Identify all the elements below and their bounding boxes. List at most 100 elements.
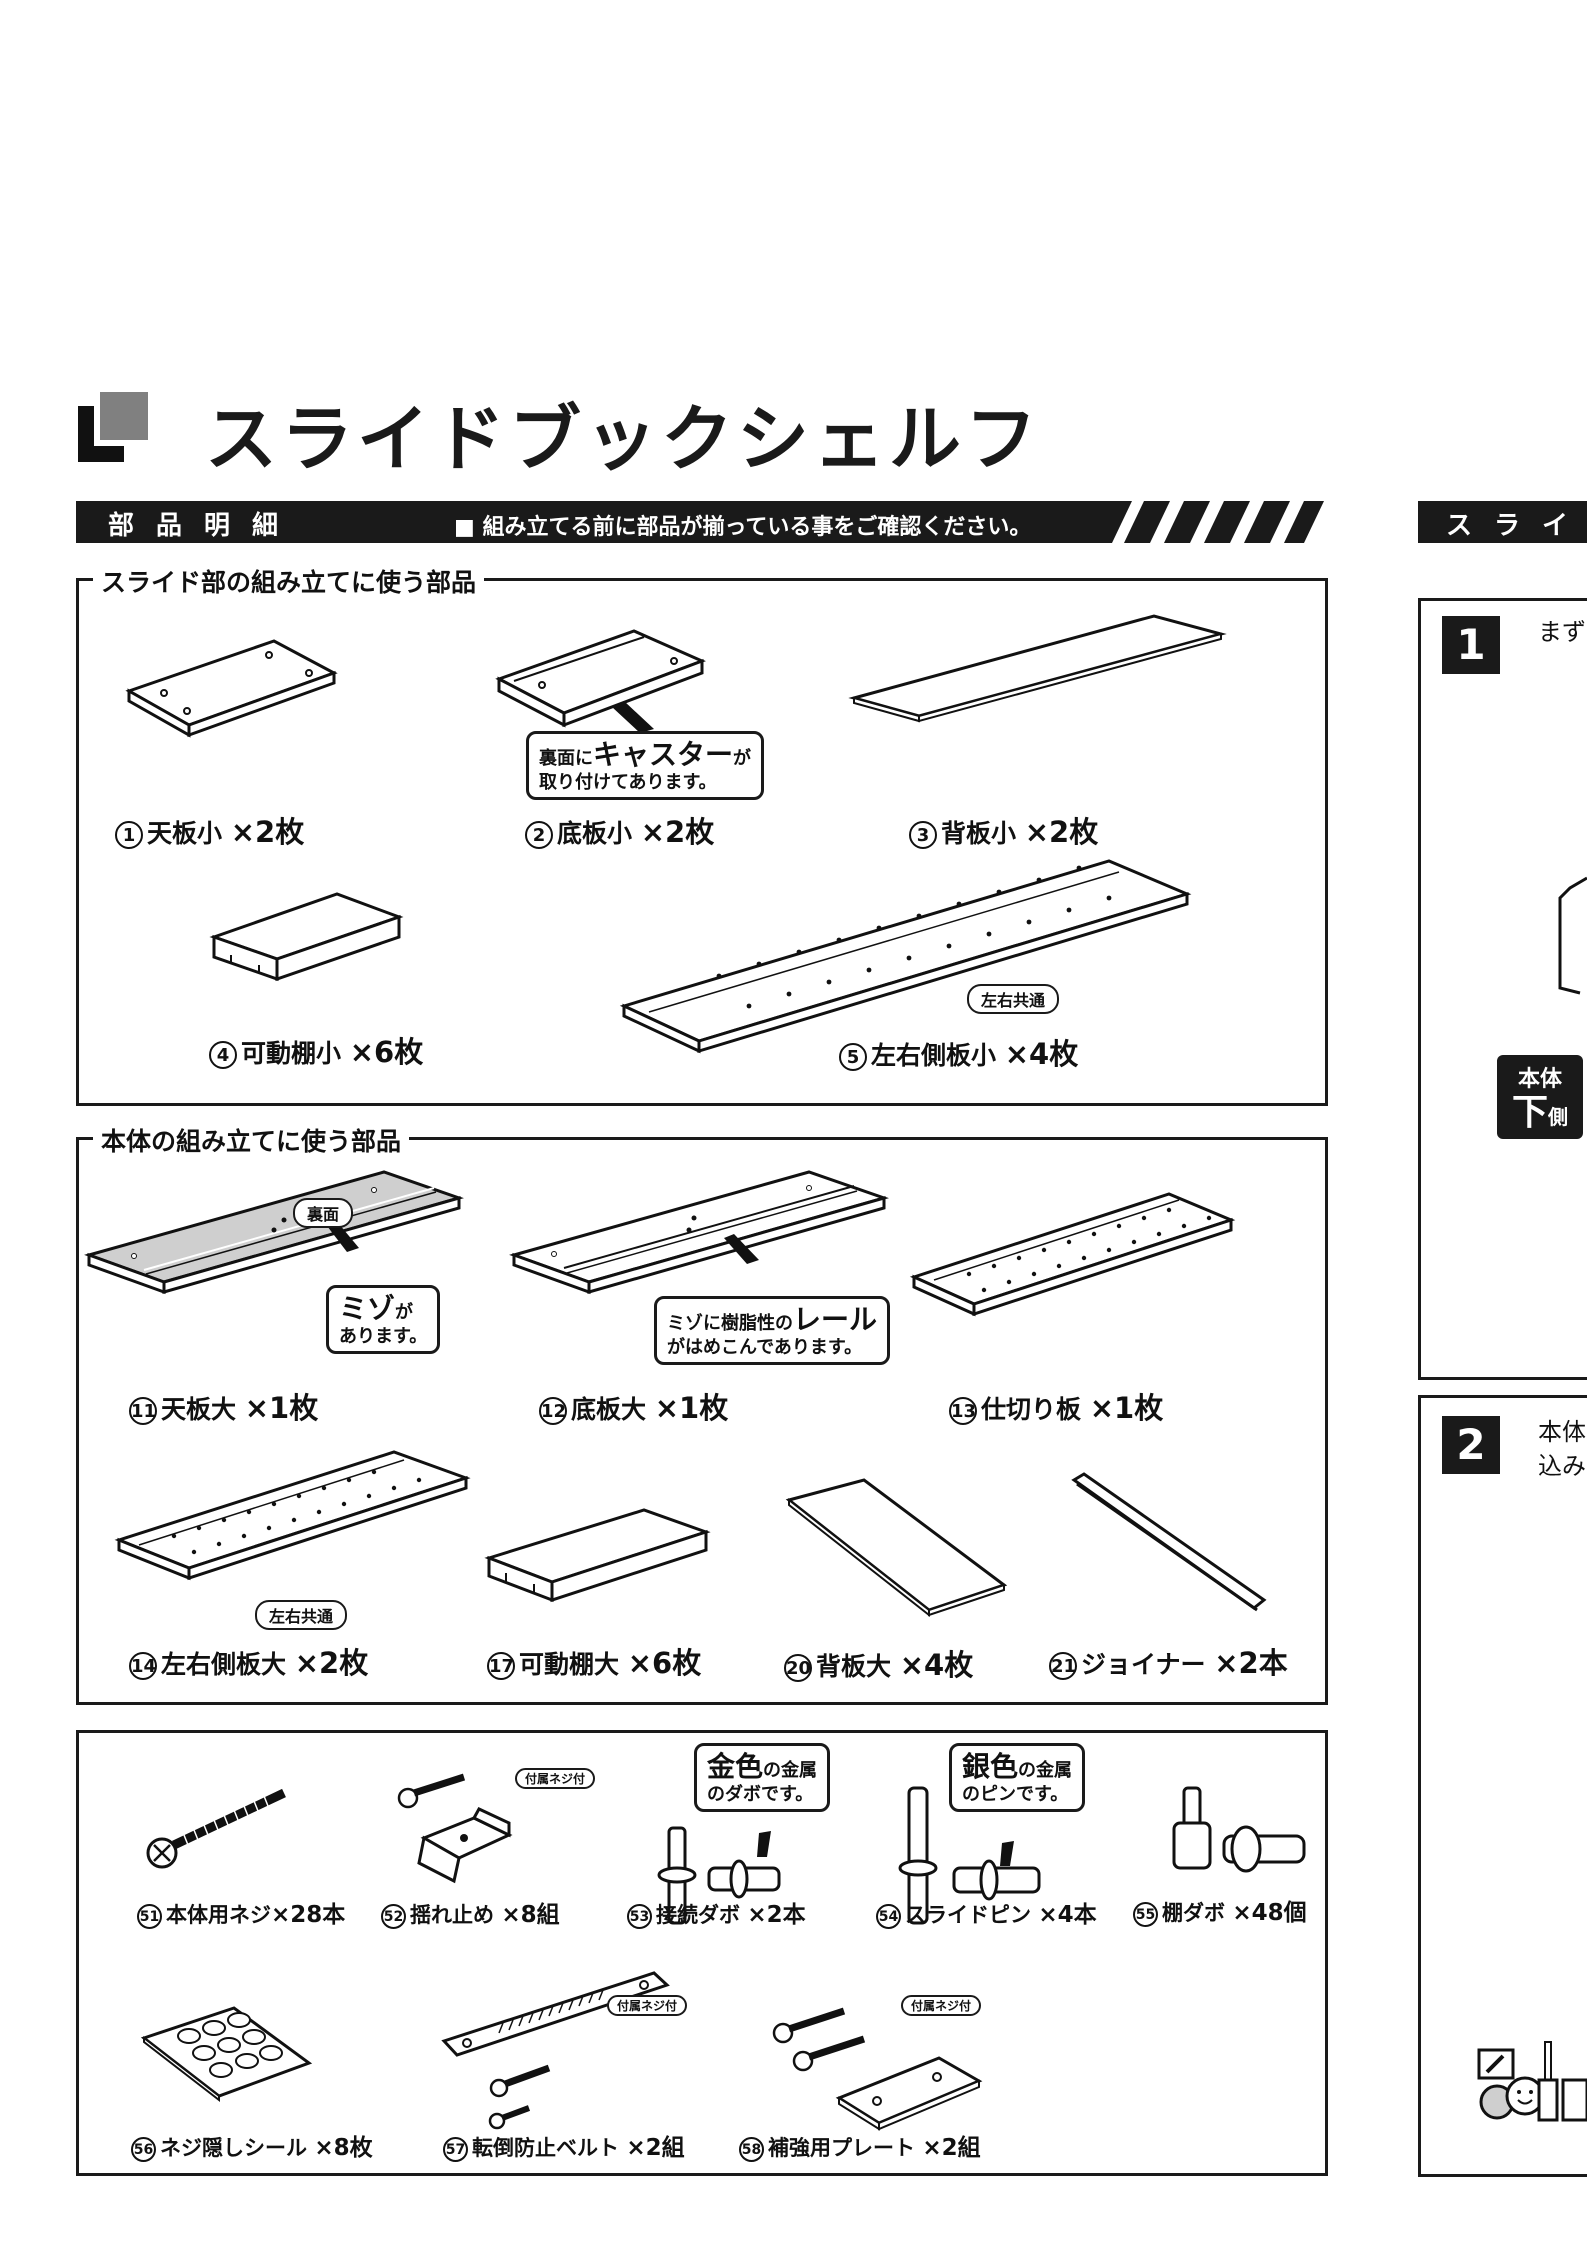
- screw-included-tag-2: 付属ネジ付: [607, 1995, 688, 2016]
- caster-callout-prefix: 裏面に: [539, 748, 593, 769]
- body-bottom-side-tag: 本体 下側: [1497, 1055, 1583, 1139]
- back-side-tag: 裏面: [293, 1198, 354, 1228]
- parts-list-label: 部品明細: [108, 511, 301, 541]
- groove-callout: ミゾが あります。: [326, 1285, 441, 1355]
- part-quantity: ×4枚: [1004, 1037, 1079, 1071]
- step-1-number: 1: [1442, 616, 1500, 674]
- part-quantity: ×2組: [922, 2135, 981, 2161]
- part-name: 底板大: [571, 1395, 647, 1424]
- back-board-small-illustration: [848, 614, 1227, 723]
- divider-board-illustration: [909, 1192, 1236, 1317]
- part-name: スライドピン: [905, 1903, 1031, 1927]
- bottom-board-small-illustration: [495, 629, 706, 733]
- caster-callout-line2: 取り付けてあります。: [539, 771, 717, 793]
- part-number-badge: 55: [1133, 1901, 1158, 1927]
- slide-pin-illustration: [898, 1786, 1041, 1925]
- part-number-badge: 57: [443, 2136, 468, 2162]
- shelf-small-illustration: [209, 892, 404, 982]
- part-quantity: ×6枚: [349, 1035, 424, 1069]
- slide-parts-caption: スライド部の組み立てに使う部品: [93, 563, 485, 599]
- part-number-badge: 3: [909, 821, 937, 849]
- joiner-illustration: [1071, 1472, 1267, 1612]
- side-board-small-illustration: [619, 859, 1192, 1054]
- step-2-text: 本体込み: [1538, 1416, 1586, 1483]
- groove-callout-suffix: が: [395, 1302, 414, 1323]
- part-name: 可動棚大: [519, 1650, 620, 1679]
- part-name: 本体用ネジ: [166, 1903, 271, 1927]
- part-name: 可動棚小: [241, 1039, 342, 1068]
- body-parts-caption: 本体の組み立てに使う部品: [93, 1122, 410, 1158]
- part-name: 天板小: [147, 819, 223, 848]
- top-board-large-illustration: [84, 1170, 464, 1295]
- shelf-large-illustration: [484, 1508, 711, 1603]
- body-screw-illustration: [146, 1788, 286, 1869]
- step-2-text-line2: 込み: [1538, 1451, 1586, 1480]
- part-name: 天板大: [161, 1395, 237, 1424]
- part-quantity: ×6枚: [627, 1646, 702, 1680]
- part-name: 棚ダボ: [1162, 1901, 1225, 1925]
- rail-callout-highlight: レール: [793, 1303, 878, 1336]
- parts-check-note: ■ 組み立てる前に部品が揃っている事をご確認ください。: [454, 515, 1032, 540]
- part-name: 仕切り板: [981, 1395, 1082, 1424]
- step-1-partial-illustration: [1558, 876, 1587, 995]
- part-number-badge: 14: [129, 1652, 157, 1680]
- part-name: 背板小: [941, 819, 1017, 848]
- part-number-badge: 51: [137, 1903, 162, 1929]
- part-number-badge: 53: [627, 1903, 652, 1929]
- body-tag-highlight: 下: [1511, 1092, 1548, 1133]
- step-2-number: 2: [1442, 1416, 1500, 1474]
- top-board-small-illustration: [125, 639, 338, 738]
- parts-list-header: 部品明細 ■ 組み立てる前に部品が揃っている事をご確認ください。: [76, 501, 1332, 543]
- part-name: ジョイナー: [1081, 1650, 1206, 1679]
- gold-callout-line2: のダボです。: [707, 1783, 814, 1805]
- rail-callout-prefix: ミゾに樹脂性の: [667, 1313, 793, 1334]
- part-number-badge: 17: [487, 1652, 515, 1680]
- part-quantity: ×4枚: [899, 1648, 974, 1682]
- groove-callout-highlight: ミゾ: [339, 1292, 396, 1325]
- part-number-badge: 20: [784, 1654, 812, 1682]
- part-quantity: ×4本: [1038, 1902, 1097, 1928]
- helper-character-icon: [1477, 2041, 1587, 2122]
- part-number-badge: 13: [949, 1397, 977, 1425]
- screw-included-tag-3: 付属ネジ付: [901, 1995, 982, 2016]
- part-quantity: ×1枚: [244, 1391, 319, 1425]
- part-name: 揺れ止め: [410, 1903, 494, 1927]
- part-number-badge: 54: [876, 1903, 901, 1929]
- reinforcement-plate-illustration: [772, 2007, 983, 2131]
- part-quantity: ×48個: [1232, 1900, 1307, 1926]
- shared-left-right-tag: 左右共通: [967, 984, 1060, 1014]
- assembly-step-1-box: [1418, 598, 1587, 1380]
- part-name: 左右側板大: [161, 1650, 287, 1679]
- header-stripes-decoration: [1072, 501, 1332, 543]
- part-quantity: ×2枚: [294, 1646, 369, 1680]
- body-tag-suffix: 側: [1548, 1105, 1568, 1129]
- bottom-board-large-illustration: [509, 1170, 889, 1295]
- part-quantity: ×2組: [626, 2135, 685, 2161]
- screw-included-tag-1: 付属ネジ付: [515, 1768, 596, 1789]
- step-1-text: まず: [1538, 618, 1586, 646]
- part-number-badge: 2: [525, 821, 553, 849]
- body-tag-line1: 本体: [1517, 1067, 1562, 1092]
- shared-left-right-tag-2: 左右共通: [255, 1600, 348, 1630]
- silver-pin-callout: 銀色の金属 のピンです。: [949, 1743, 1086, 1813]
- part-name: 補強用プレート: [768, 2136, 915, 2160]
- caster-callout-suffix: が: [733, 748, 752, 769]
- part-number-badge: 1: [115, 821, 143, 849]
- silver-callout-highlight: 銀色: [962, 1750, 1019, 1783]
- part-quantity: ×8組: [501, 1902, 560, 1928]
- caster-callout: 裏面にキャスターが 取り付けてあります。: [526, 731, 765, 801]
- rail-callout: ミゾに樹脂性のレール がはめこんであります。: [654, 1296, 891, 1366]
- back-board-large-illustration: [785, 1478, 1008, 1618]
